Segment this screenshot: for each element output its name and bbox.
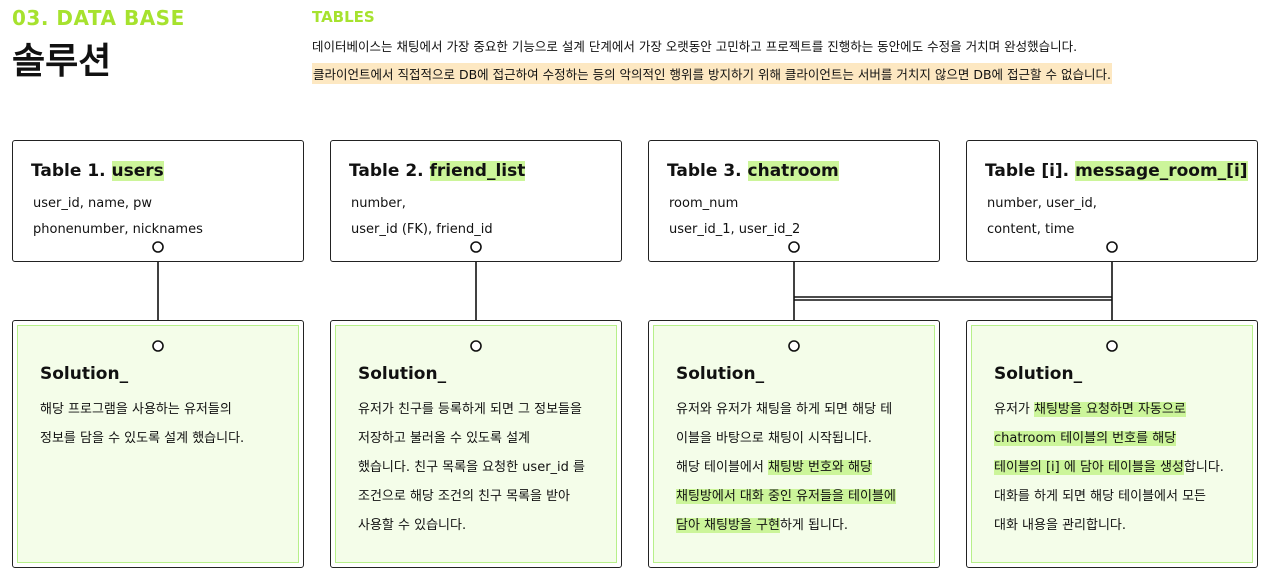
solution-line: 유저가 채팅방을 요청하면 자동으로	[994, 398, 1186, 417]
text-segment: 유저가	[994, 402, 1035, 417]
table-prefix: Table 1.	[31, 161, 112, 181]
text-segment: 조건으로 해당 조건의 친구 목록을 받아	[358, 489, 571, 504]
solution-panel: Solution_ 유저가 채팅방을 요청하면 자동으로 chatroom 테이블…	[971, 325, 1253, 563]
table-fields-line-1: room_num	[669, 196, 739, 211]
table-name: users	[111, 161, 164, 181]
table-title: Table 1. users	[31, 161, 164, 181]
solution-line: chatroom 테이블의 번호를 해당	[994, 427, 1177, 446]
table-prefix: Table 3.	[667, 161, 748, 181]
solution-line: 유저와 유저가 채팅을 하게 되면 해당 테	[676, 398, 892, 417]
connector-dot	[788, 340, 800, 352]
text-segment: 대화를 하게 되면 해당 테이블에서 모든	[994, 489, 1207, 504]
highlighted-text: 담아 채팅방을 구현	[676, 518, 780, 533]
table-prefix: Table [i].	[985, 161, 1076, 181]
solution-line: 조건으로 해당 조건의 친구 목록을 받아	[358, 485, 570, 504]
solution-title: Solution_	[358, 364, 447, 384]
table-fields-line-2: user_id_1, user_id_2	[669, 222, 801, 237]
table-title: Table 3. chatroom	[667, 161, 839, 181]
solution-line: 해당 테이블에서 채팅방 번호와 해당	[676, 456, 872, 475]
highlighted-text: 채팅방에서 대화 중인 유저들을 테이블에	[676, 489, 896, 504]
solution-title: Solution_	[40, 364, 129, 384]
solution-line: 정보를 담을 수 있도록 설계 했습니다.	[40, 427, 244, 446]
table-title: Table [i]. message_room_[i]	[985, 161, 1248, 181]
connector-dot	[470, 340, 482, 352]
text-segment: 대화 내용을 관리합니다.	[994, 518, 1126, 533]
connector-dot	[152, 340, 164, 352]
solution-title: Solution_	[676, 364, 765, 384]
text-segment: 유저가 친구를 등록하게 되면 그 정보들을	[358, 402, 582, 417]
table-name: friend_list	[429, 161, 526, 181]
solution-line: 대화 내용을 관리합니다.	[994, 514, 1126, 533]
table-fields-line-2: content, time	[987, 222, 1075, 237]
solution-line: 사용할 수 있습니다.	[358, 514, 466, 533]
solution-title: Solution_	[994, 364, 1083, 384]
description-line-2-highlighted: 클라이언트에서 직접적으로 DB에 접근하여 수정하는 등의 악의적인 행위를 …	[312, 63, 1112, 84]
table-fields-line-1: number, user_id,	[987, 196, 1097, 211]
highlighted-text: 채팅방을 요청하면 자동으로	[1034, 402, 1186, 417]
connector-dot	[152, 241, 164, 253]
tables-label: TABLES	[312, 8, 375, 26]
table-box-message-room: Table [i]. message_room_[i] number, user…	[966, 140, 1258, 262]
text-segment: 하게 됩니다.	[779, 518, 849, 533]
highlighted-text: 테이블의 [i] 에 담아 테이블을 생성	[994, 460, 1184, 475]
connector-dot	[1106, 340, 1118, 352]
table-fields-line-2: user_id (FK), friend_id	[351, 222, 493, 237]
solution-line: 유저가 친구를 등록하게 되면 그 정보들을	[358, 398, 582, 417]
solution-line: 저장하고 불러올 수 있도록 설계	[358, 427, 530, 446]
connector-dot	[470, 241, 482, 253]
table-fields-line-2: phonenumber, nicknames	[33, 222, 203, 237]
text-segment: 했습니다. 친구 목록을 요청한 user_id 를	[358, 460, 585, 475]
text-segment: 이블을 바탕으로 채팅이 시작됩니다.	[676, 431, 872, 446]
table-name: chatroom	[747, 161, 839, 181]
solution-line: 했습니다. 친구 목록을 요청한 user_id 를	[358, 456, 585, 475]
text-segment: 저장하고 불러올 수 있도록 설계	[358, 431, 531, 446]
table-fields-line-1: number,	[351, 196, 406, 211]
section-number: 03. DATA BASE	[12, 6, 185, 30]
solution-box-message-room: Solution_ 유저가 채팅방을 요청하면 자동으로 chatroom 테이블…	[966, 320, 1258, 568]
solution-line: 담아 채팅방을 구현하게 됩니다.	[676, 514, 848, 533]
text-segment: 정보를 담을 수 있도록 설계 했습니다.	[40, 431, 245, 446]
highlighted-text: 채팅방 번호와 해당	[768, 460, 872, 475]
text-segment: 해당 테이블에서	[676, 460, 768, 475]
text-segment: 합니다.	[1183, 460, 1224, 475]
text-segment: 사용할 수 있습니다.	[358, 518, 467, 533]
highlighted-text: chatroom 테이블의 번호를 해당	[994, 431, 1177, 446]
table-name: message_room_[i]	[1075, 161, 1248, 181]
text-segment: 유저와 유저가 채팅을 하게 되면 해당 테	[676, 402, 893, 417]
solution-line: 대화를 하게 되면 해당 테이블에서 모든	[994, 485, 1206, 504]
connector-dot	[788, 241, 800, 253]
solution-line: 이블을 바탕으로 채팅이 시작됩니다.	[676, 427, 872, 446]
solution-line: 테이블의 [i] 에 담아 테이블을 생성합니다.	[994, 456, 1224, 475]
table-title: Table 2. friend_list	[349, 161, 526, 181]
section-title: 솔루션	[12, 41, 112, 82]
table-fields-line-1: user_id, name, pw	[33, 196, 152, 211]
solution-line: 채팅방에서 대화 중인 유저들을 테이블에	[676, 485, 896, 504]
solution-line: 해당 프로그램을 사용하는 유저들의	[40, 398, 232, 417]
table-prefix: Table 2.	[349, 161, 430, 181]
description-line-1: 데이터베이스는 채팅에서 가장 중요한 기능으로 설계 단계에서 가장 오랫동안…	[312, 39, 1078, 54]
text-segment: 해당 프로그램을 사용하는 유저들의	[40, 402, 232, 417]
connector-dot	[1106, 241, 1118, 253]
